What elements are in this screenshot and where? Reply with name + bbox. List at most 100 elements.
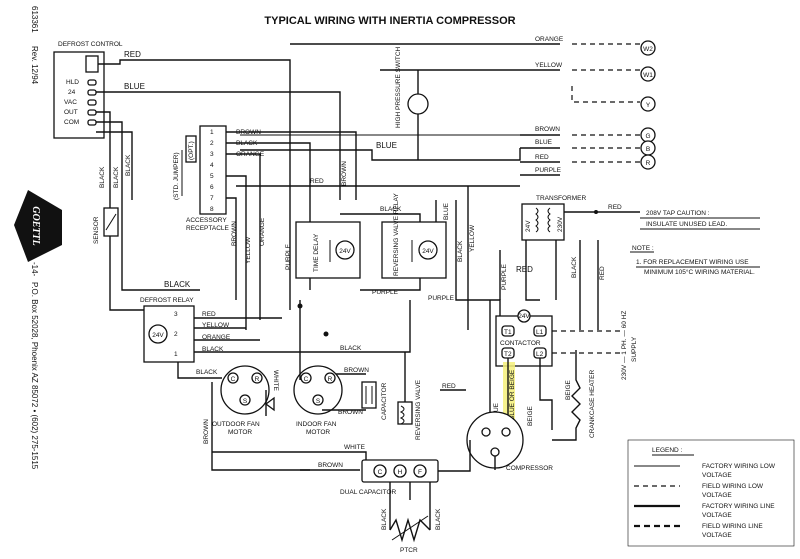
page-number: -14- (30, 262, 39, 277)
wire-label-blue-dc: BLUE (124, 82, 145, 91)
acc-wire-brown-v: BROWN (231, 221, 238, 246)
accessory-label-1: ACCESSORY (186, 217, 227, 224)
opt-box (185, 135, 197, 163)
crankcase-heater (552, 350, 581, 441)
wire-label-yellow-w1: YELLOW (535, 62, 563, 69)
rev-relay-24v: 24V (422, 248, 434, 255)
wire-label-red-dr: RED (202, 311, 216, 318)
supply-line-1: 230V — 1 PH. — 60 HZ (621, 311, 628, 380)
dc-term-hld: HLD (66, 79, 79, 86)
wire-label-black-mid: BLACK (340, 345, 362, 352)
acc-wire-yellow-v: YELLOW (245, 236, 252, 264)
wire-label-orange-dr: ORANGE (202, 334, 231, 341)
wire-label-brown-dc: BROWN (318, 462, 343, 469)
ptcr-label: PTCR (400, 547, 418, 554)
legend-4-l1: FIELD WIRING LINE (702, 523, 763, 530)
wire-label-black-dr3: BLACK (196, 369, 218, 376)
terminal-r-label: R (646, 160, 651, 167)
dc-term-out: OUT (64, 109, 78, 116)
contactor-t1: T1 (504, 329, 512, 336)
wire-label-blue-mid: BLUE (376, 141, 397, 150)
wire-label-beige-2: BEIGE (527, 405, 534, 426)
ifm-term-s: S (316, 398, 321, 405)
acc-pin-3: 3 (210, 151, 214, 158)
transformer-24v: 24V (525, 220, 532, 232)
wire-black-dc2 (96, 121, 123, 278)
transformer-230v: 230V (557, 216, 564, 232)
wire-label-black-ptcr2: BLACK (435, 508, 442, 530)
acc-pin-5: 5 (210, 173, 214, 180)
wire-blue-dc (96, 91, 341, 200)
terminal-g-label: G (645, 133, 650, 140)
logo-text: GOETTL (30, 206, 41, 245)
dcap-term-f: F (418, 469, 422, 476)
terminal-w2 (640, 40, 656, 56)
wire-label-orange-w2: ORANGE (535, 36, 564, 43)
dc-terminal-strip (85, 55, 99, 126)
wire-label-blue-b: BLUE (535, 139, 553, 146)
acc-pin-2: 2 (210, 140, 214, 147)
tap-caution-1: 208V TAP CAUTION : (646, 210, 710, 217)
terminal-w1-label: W1 (643, 72, 653, 79)
dc-term-vac: VAC (64, 99, 77, 106)
wire-label-brown-g: BROWN (535, 126, 560, 133)
ofm-term-s: S (243, 398, 248, 405)
contactor-t2: T2 (504, 351, 512, 358)
capacitor (361, 381, 377, 409)
wire-label-black-ptcr1: BLACK (381, 508, 388, 530)
high-pressure-switch (407, 93, 429, 115)
indoor-fan-motor (293, 365, 343, 415)
legend-3-l1: FACTORY WIRING LINE (702, 503, 775, 510)
legend-3-l2: VOLTAGE (702, 512, 732, 519)
dcap-term-h: H (398, 469, 403, 476)
wire-label-black-2: BLACK (113, 166, 120, 188)
wire-black-dc3 (96, 131, 133, 200)
wire-label-purple-tx: PURPLE (501, 263, 508, 290)
wire-label-black-rr: BLACK (457, 240, 464, 262)
contactor-label: CONTACTOR (500, 340, 541, 347)
capacitor-label: CAPACITOR (381, 382, 388, 420)
contactor-l1: L1 (536, 329, 544, 336)
wire-label-black-3: BLACK (125, 154, 132, 176)
wire-label-purple-2: PURPLE (428, 295, 455, 302)
legend-1-l2: VOLTAGE (702, 472, 732, 479)
transformer-label: TRANSFORMER (536, 195, 587, 202)
wire-label-purple-td: PURPLE (285, 243, 292, 270)
wire-label-red-tap: RED (608, 204, 622, 211)
highlight-blue-or-beige (503, 362, 515, 422)
wire-label-blue-rr: BLUE (443, 202, 450, 220)
legend-4-l2: VOLTAGE (702, 532, 732, 539)
defrost-relay-label: DEFROST RELAY (140, 297, 194, 304)
goettl-logo: GOETTL (14, 190, 62, 262)
time-delay-label: TIME DELAY (313, 233, 320, 272)
compressor-label: COMPRESSOR (506, 465, 553, 472)
terminal-y (640, 96, 656, 112)
wire-label-brown-ofm: BROWN (203, 419, 210, 444)
opt-label: (OPT.) (188, 141, 195, 160)
note-line-2: MINIMUM 105°C WIRING MATERIAL. (644, 268, 755, 276)
wire-label-red-dc: RED (124, 50, 141, 59)
wire-label-brown-ifm2: BROWN (338, 409, 363, 416)
rev-valve-label: REVERSING VALVE (415, 379, 422, 440)
hps-label: HIGH PRESSURE SWITCH (395, 46, 402, 128)
indoor-fan-label-1: INDOOR FAN (296, 421, 337, 428)
transformer (521, 203, 565, 241)
outdoor-fan-label-2: MOTOR (228, 429, 252, 436)
doc-rev: Rev. 12/94 (30, 46, 39, 85)
company-address: P.O. Box 52028, Phoenix AZ 85072 • (602)… (30, 282, 39, 470)
acc-wire-brown-v2: BROWN (341, 161, 348, 186)
wire-label-blue-or-beige: BLUE OR BEIGE (509, 369, 516, 420)
terminal-b-label: B (646, 146, 650, 153)
wire-label-black-dr: BLACK (164, 280, 191, 289)
acc-pin-8: 8 (210, 206, 214, 213)
ofm-term-r: R (255, 376, 260, 383)
accessory-receptacle (199, 125, 227, 215)
wire-label-brown-ifm: BROWN (344, 367, 369, 374)
time-delay-24v: 24V (339, 248, 351, 255)
wire-label-black-dr2: BLACK (202, 346, 224, 353)
acc-pin-4: 4 (210, 162, 214, 169)
dc-term-24: 24 (68, 89, 76, 96)
ifm-term-r: R (328, 376, 333, 383)
acc-pin-1: 1 (210, 129, 214, 136)
wire-red-dc (98, 59, 291, 310)
